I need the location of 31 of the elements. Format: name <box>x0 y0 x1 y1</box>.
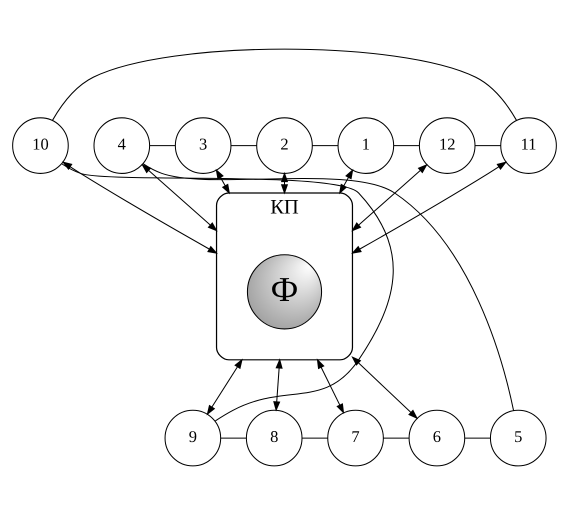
node-circle: Ф <box>246 254 322 330</box>
connector <box>142 163 514 411</box>
connector <box>62 163 394 422</box>
connector <box>150 145 176 146</box>
connector <box>231 145 257 146</box>
arrow <box>351 356 418 420</box>
connector <box>312 145 338 146</box>
node-circle: 5 <box>490 410 547 466</box>
connector <box>475 145 501 146</box>
node-circle: 11 <box>500 117 557 174</box>
node-circle: 7 <box>327 410 384 466</box>
connector <box>394 145 420 146</box>
arrow <box>216 168 230 194</box>
arrow <box>273 358 283 412</box>
connector <box>220 438 246 439</box>
node-circle: 8 <box>246 410 303 466</box>
connector <box>384 438 409 439</box>
arrow <box>351 164 428 232</box>
arrow <box>62 161 218 254</box>
arrow <box>141 164 218 232</box>
connector <box>464 438 490 439</box>
connector <box>302 438 328 439</box>
arrow <box>351 161 508 254</box>
node-circle: 2 <box>256 117 313 174</box>
node-circle: 9 <box>164 410 222 466</box>
node-circle: 10 <box>12 117 69 174</box>
node-circle: 1 <box>338 117 394 174</box>
connector <box>52 48 517 120</box>
node-circle: 3 <box>174 117 232 174</box>
arrow <box>316 358 344 414</box>
arrow <box>206 358 243 416</box>
